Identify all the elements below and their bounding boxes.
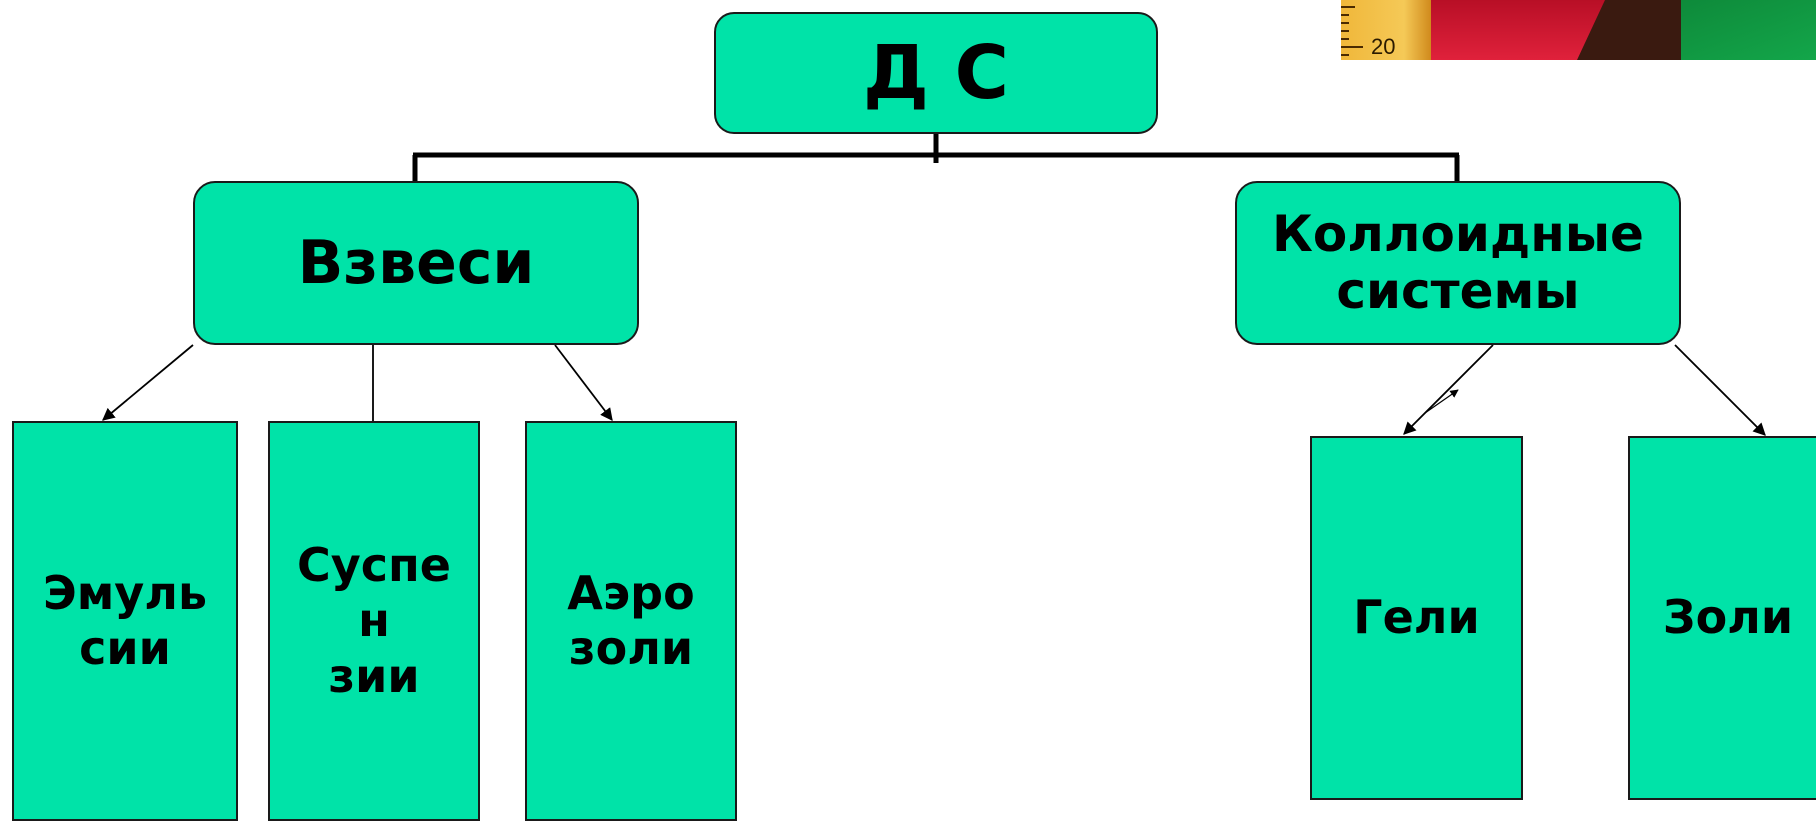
leaf-node-gels: Гели	[1310, 436, 1523, 800]
leaf-node-suspensions: Суспе н зии	[268, 421, 480, 821]
arrow-aerosols	[554, 344, 613, 422]
branch-node-suspensions-group: Взвеси	[193, 181, 639, 345]
root-node-dispersed-systems: Д С	[714, 12, 1158, 134]
arrow-gels-mid	[1424, 389, 1459, 414]
root-node-label: Д С	[863, 30, 1009, 116]
arrow-sols	[1674, 344, 1766, 436]
leaf-node-sols: Золи	[1628, 436, 1816, 800]
photo-green-area	[1681, 0, 1816, 60]
branch-node-label: Коллоидные системы	[1272, 204, 1644, 320]
leaf-node-label: Аэро золи	[567, 565, 695, 675]
arrow-emulsions	[102, 344, 194, 421]
ruler-image: 20	[1341, 0, 1431, 60]
arrow-gels-down	[1403, 344, 1494, 435]
ruler-number: 20	[1371, 34, 1396, 59]
leaf-node-emulsions: Эмуль сии	[12, 421, 238, 821]
leaf-node-label: Золи	[1662, 590, 1794, 645]
leaf-node-aerosols: Аэро золи	[525, 421, 737, 821]
leaf-node-label: Эмуль сии	[42, 565, 208, 675]
branch-node-label: Взвеси	[297, 227, 535, 298]
leaf-node-label: Суспе н зии	[297, 538, 451, 703]
branch-node-colloidal-systems: Коллоидные системы	[1235, 181, 1681, 345]
decorative-photo: 20	[1341, 0, 1816, 60]
leaf-node-label: Гели	[1353, 590, 1480, 645]
